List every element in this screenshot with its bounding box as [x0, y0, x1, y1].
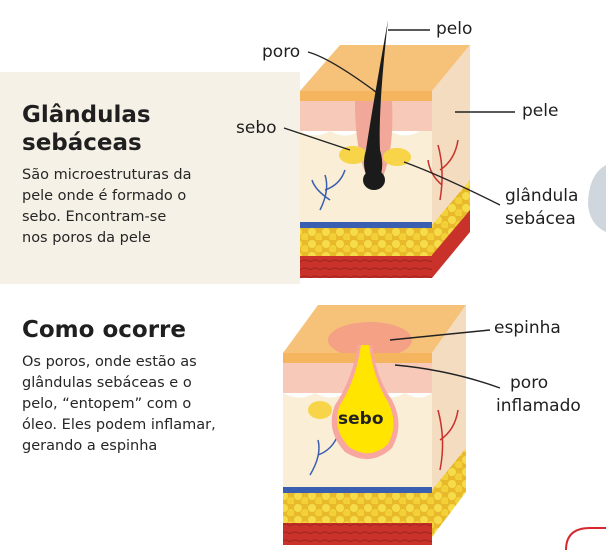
decorative-shape [588, 165, 606, 232]
decorative-corner [566, 528, 606, 550]
label-poro-inflamado-2: inflamado [496, 396, 581, 416]
label-pele: pele [522, 101, 558, 121]
label-pelo: pelo [436, 19, 472, 39]
muscle-layer [300, 256, 432, 278]
label-sebo-pimple: sebo [338, 409, 384, 429]
label-sebacea: sebácea [505, 209, 576, 229]
stratum-corneum [300, 91, 432, 101]
sebaceous-gland [339, 146, 367, 164]
label-sebo: sebo [236, 118, 277, 138]
label-glandula: glândula [505, 186, 578, 206]
label-poro: poro [262, 42, 300, 62]
label-espinha: espinha [494, 318, 561, 338]
fat-layer [300, 228, 432, 258]
label-poro-inflamado-1: poro [510, 373, 548, 393]
